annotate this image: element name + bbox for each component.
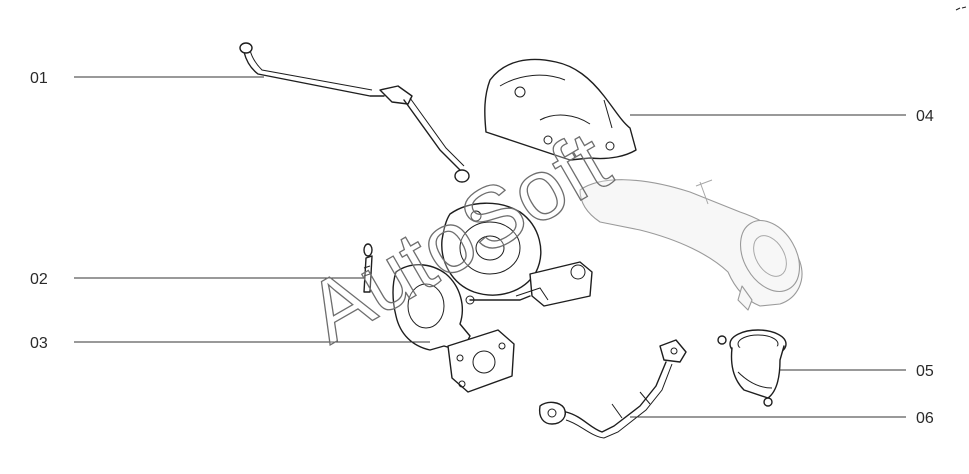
- part-04-intake-pipe: [579, 179, 803, 311]
- part-03-turbocharger: [392, 202, 593, 393]
- part-01-oil-feed-pipe: [239, 42, 470, 183]
- callout-labels: 01 02 03 04 05 06: [30, 70, 934, 427]
- callout-05: 05: [916, 363, 934, 380]
- part-02-bolt: [363, 243, 373, 293]
- leader-lines: [74, 76, 906, 418]
- part-04-heat-shield: [484, 58, 637, 161]
- callout-01: 01: [30, 70, 48, 87]
- callout-02: 02: [30, 271, 48, 288]
- callout-04: 04: [916, 108, 934, 125]
- part-06-oil-return-pipe: [538, 339, 687, 439]
- callout-03: 03: [30, 335, 48, 352]
- callout-06: 06: [916, 410, 934, 427]
- corner-mark: [955, 6, 967, 11]
- part-05-intake-elbow: [717, 329, 787, 407]
